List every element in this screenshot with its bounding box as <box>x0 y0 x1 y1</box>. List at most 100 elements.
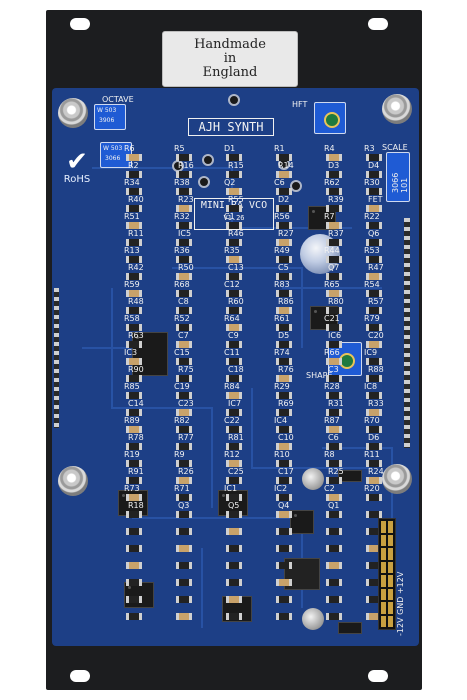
trimpot-octave-code: W 503 <box>97 107 117 114</box>
smd-resistor <box>366 511 382 518</box>
trimpot-scale[interactable]: 3066 101 <box>386 152 410 202</box>
smd-resistor <box>326 528 342 535</box>
silk-label: R24 <box>368 467 384 476</box>
silk-label: C18 <box>228 365 244 374</box>
smd-resistor <box>276 273 292 280</box>
silk-label: D2 <box>278 195 290 204</box>
connector-pin <box>388 575 393 587</box>
silk-label: R3 <box>364 144 375 153</box>
silk-label: R9 <box>174 450 185 459</box>
silk-label: R68 <box>174 280 190 289</box>
connector-pin <box>388 602 393 614</box>
connector-pin <box>388 534 393 546</box>
silk-label: C12 <box>224 280 240 289</box>
smd-resistor <box>326 579 342 586</box>
silk-label: R25 <box>328 467 344 476</box>
standoff-top-left <box>58 98 88 128</box>
diode-d6 <box>338 622 362 634</box>
smd-resistor <box>126 375 142 382</box>
smd-resistor <box>276 596 292 603</box>
smd-resistor <box>276 392 292 399</box>
connector-pin <box>381 575 386 587</box>
silk-label: R65 <box>324 280 340 289</box>
silk-label: C7 <box>178 331 189 340</box>
smd-resistor <box>126 596 142 603</box>
silk-label: C6 <box>274 178 285 187</box>
silk-label: R66 <box>324 348 340 357</box>
smd-resistor <box>326 324 342 331</box>
capacitor-c6 <box>302 608 324 630</box>
silk-label: R76 <box>278 365 294 374</box>
smd-capacitor <box>326 154 342 161</box>
silk-label: R30 <box>364 178 380 187</box>
smd-resistor <box>276 477 292 484</box>
pad-2 <box>202 154 214 166</box>
smd-resistor <box>226 375 242 382</box>
smd-capacitor <box>226 528 242 535</box>
silk-label: R22 <box>364 212 380 221</box>
connector-pin <box>381 548 386 560</box>
silk-label: C20 <box>368 331 384 340</box>
silk-label: R52 <box>174 314 190 323</box>
smd-resistor <box>176 426 192 433</box>
connector-pin <box>381 588 386 600</box>
ic5-chip <box>132 332 168 376</box>
silk-label: R47 <box>368 263 384 272</box>
smd-resistor <box>276 562 292 569</box>
silk-label: Q7 <box>328 263 340 272</box>
smd-component-field <box>52 88 419 646</box>
silk-label: C1 <box>224 212 235 221</box>
silk-label: R74 <box>274 348 290 357</box>
silk-label: R39 <box>328 195 344 204</box>
power-connector <box>378 518 396 630</box>
brand-label: AJH SYNTH <box>188 118 274 136</box>
smd-resistor <box>366 188 382 195</box>
smd-resistor <box>276 494 292 501</box>
smd-resistor <box>326 341 342 348</box>
silk-label: R33 <box>368 399 384 408</box>
silk-label: R11 <box>364 450 380 459</box>
smd-capacitor <box>326 426 342 433</box>
silk-label: R34 <box>124 178 140 187</box>
smd-resistor <box>276 290 292 297</box>
power-label: -12V GND +12V <box>396 571 405 636</box>
smd-resistor <box>226 426 242 433</box>
smd-capacitor <box>226 392 242 399</box>
smd-resistor <box>326 545 342 552</box>
silk-label: D3 <box>328 161 340 170</box>
smd-resistor <box>326 477 342 484</box>
trimpot-hft-knob <box>324 112 340 128</box>
smd-resistor <box>276 205 292 212</box>
silk-label: R75 <box>178 365 194 374</box>
smd-resistor <box>126 545 142 552</box>
smd-resistor <box>126 392 142 399</box>
silk-label: R8 <box>324 450 335 459</box>
smd-resistor <box>276 324 292 331</box>
smd-resistor <box>126 324 142 331</box>
silk-label: FET <box>368 195 383 204</box>
smd-resistor <box>226 613 242 620</box>
smd-capacitor <box>276 239 292 246</box>
smd-capacitor <box>176 545 192 552</box>
silk-label: R23 <box>178 195 194 204</box>
silk-label: R5 <box>174 144 185 153</box>
silk-label: R16 <box>178 161 194 170</box>
trimpot-octave[interactable]: W 503 3906 <box>94 104 126 130</box>
smd-capacitor <box>176 409 192 416</box>
smd-capacitor <box>366 341 382 348</box>
smd-resistor <box>276 528 292 535</box>
connector-pin <box>388 615 393 627</box>
label-octave: OCTAVE <box>102 95 134 104</box>
silk-label: R29 <box>274 382 290 391</box>
label-hft: HFT <box>292 100 308 109</box>
smd-resistor <box>326 307 342 314</box>
silk-label: R69 <box>278 399 294 408</box>
smd-resistor <box>366 324 382 331</box>
smd-capacitor <box>226 324 242 331</box>
silk-label: R40 <box>128 195 144 204</box>
smd-resistor <box>326 511 342 518</box>
trimpot-hft[interactable] <box>314 102 346 134</box>
silk-label: R59 <box>124 280 140 289</box>
silk-label: C9 <box>228 331 239 340</box>
